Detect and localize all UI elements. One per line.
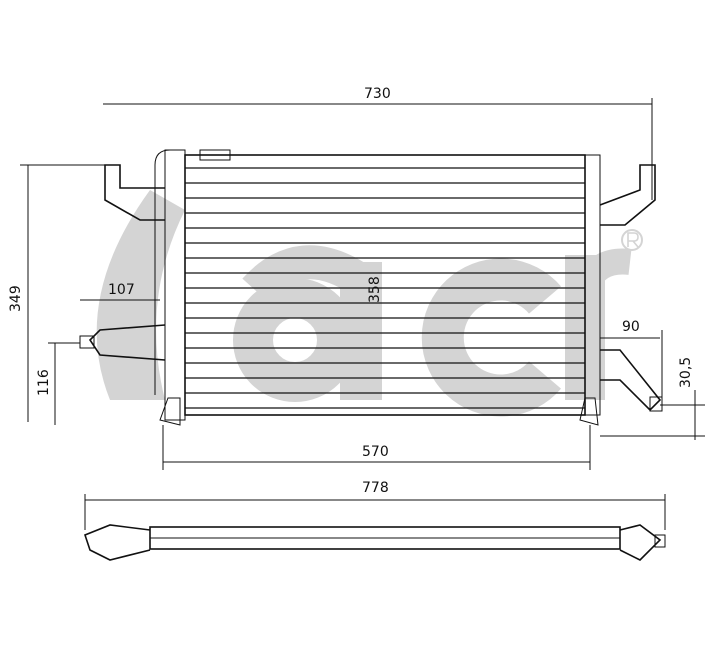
dim-570-label: 570 — [362, 444, 389, 460]
dim-358-label: 358 — [367, 276, 383, 303]
condenser-front-view — [79, 149, 663, 426]
dim-30-5-label: 30,5 — [678, 357, 694, 388]
dim-90-label: 90 — [622, 319, 640, 335]
condenser-bottom-view — [84, 524, 666, 561]
dim-116-label: 116 — [36, 369, 52, 396]
dimension-lines — [20, 98, 705, 530]
dim-349-label: 349 — [8, 285, 24, 312]
dim-778-label: 778 — [362, 480, 389, 496]
dim-107-label: 107 — [108, 282, 135, 298]
dim-730-label: 730 — [364, 86, 391, 102]
acr-watermark-logo — [96, 190, 643, 417]
